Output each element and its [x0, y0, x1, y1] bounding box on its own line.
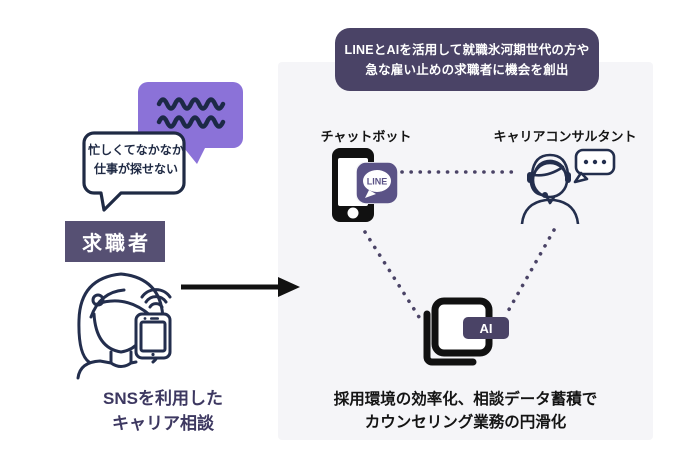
result-line-2: カウンセリング業務の円滑化 — [364, 414, 567, 431]
result-line-1: 採用環境の効率化、相談データ蓄積で — [333, 391, 598, 408]
caption-line-1: SNSを利用した — [103, 389, 223, 408]
consultant-label: キャリアコンサルタント — [493, 129, 637, 144]
right-arrow-icon — [181, 277, 300, 297]
consultant-headset-icon — [520, 148, 616, 224]
thought-line-2: 仕事が探せない — [93, 162, 178, 176]
result-text: 採用環境の効率化、相談データ蓄積で カウンセリング業務の円滑化 — [288, 388, 643, 434]
dotted-connector-lines — [363, 170, 556, 319]
jobseeker-label: 求職者 — [65, 221, 165, 262]
caption-line-2: キャリア相談 — [112, 414, 214, 433]
caption-text: SNSを利用した キャリア相談 — [68, 386, 258, 436]
thought-bubble — [82, 131, 186, 212]
ai-documents-icon: AI — [423, 297, 509, 366]
banner-line-1: LINEとAIを活用して就職氷河期世代の方や — [344, 42, 590, 57]
thought-line-1: 忙しくてなかなか — [88, 143, 184, 157]
banner-line-2: 急な雇い止めの求職者に機会を創出 — [365, 62, 569, 77]
thought-bubble-text: 忙しくてなかなか 仕事が探せない — [86, 141, 186, 179]
woman-with-phone-icon — [76, 272, 172, 380]
chatbot-label: チャットボット — [320, 129, 412, 144]
line-badge-text: LINE — [367, 177, 388, 187]
line-app-icon: LINE — [356, 162, 398, 204]
banner: LINEとAIを活用して就職氷河期世代の方や 急な雇い止めの求職者に機会を創出 — [335, 28, 599, 91]
ai-badge-text: AI — [480, 321, 493, 336]
solution-panel: チャットボット LINE キャリアコンサルタント — [278, 62, 653, 440]
